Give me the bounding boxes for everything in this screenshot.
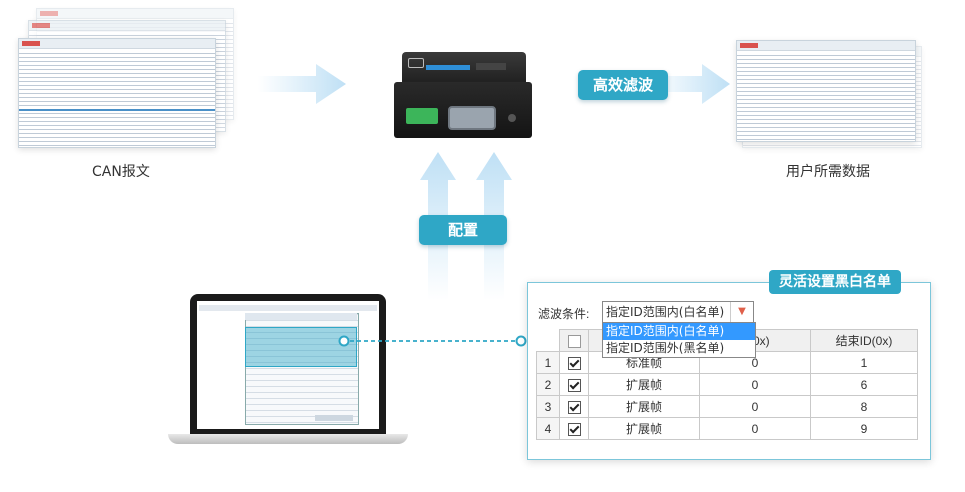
screenshot-result [736,40,916,142]
device-indicator-strip [476,63,506,70]
header-check-cell [559,329,589,352]
arrow-right-icon [258,64,346,104]
dropdown-arrow-icon[interactable]: ▼ [730,302,753,322]
frame-type-cell[interactable]: 扩展帧 [588,373,700,396]
dashed-connector [338,335,527,347]
filter-condition-dropdown[interactable]: 指定ID范围内(白名单) 指定ID范围外(黑名单) [602,322,756,358]
filter-panel: 滤波条件: 指定ID范围内(白名单) ▼ D(0x) 结束ID(0x) 1 标准… [527,282,931,460]
row-number: 2 [536,373,560,396]
start-id-cell[interactable]: 0 [699,417,811,440]
arrow-right-icon [650,64,730,104]
frame-type-cell[interactable]: 扩展帧 [588,395,700,418]
laptop-display [197,301,379,429]
app-toolbar [199,305,377,311]
terminal-block [406,108,438,124]
table-row: 4 扩展帧 0 9 [536,417,918,440]
filter-condition-select[interactable]: 指定ID范围内(白名单) ▼ [602,301,754,323]
start-id-cell[interactable]: 0 [699,373,811,396]
device-logo [408,58,424,68]
can-message-caption: CAN报文 [92,164,150,180]
dialog-title-bar [245,313,357,320]
can-message-screenshots [18,8,238,148]
table-row: 3 扩展帧 0 8 [536,395,918,418]
end-id-cell[interactable]: 8 [810,395,918,418]
select-all-checkbox[interactable] [567,334,581,348]
row-number: 3 [536,395,560,418]
row-number: 1 [536,351,560,374]
selected-option: 指定ID范围内(白名单) [606,305,725,319]
can-device [392,52,534,142]
filter-table: D(0x) 结束ID(0x) 1 标准帧 0 1 2 扩展帧 0 6 3 [536,329,918,440]
dialog-buttons [315,415,353,421]
end-id-cell[interactable]: 9 [810,417,918,440]
db9-connector [448,106,496,130]
row-check-cell [559,351,589,374]
configure-label: 配置 [419,215,507,245]
row-checkbox[interactable] [567,400,581,414]
start-id-cell[interactable]: 0 [699,395,811,418]
screenshot-front [18,38,216,148]
condition-label: 滤波条件: [538,307,590,321]
row-checkbox[interactable] [567,356,581,370]
efficient-filter-label: 高效滤波 [578,70,668,100]
row-check-cell [559,395,589,418]
power-led [508,114,516,122]
header-end-id: 结束ID(0x) [810,329,918,352]
device-label-strip [426,65,470,70]
row-check-cell [559,417,589,440]
row-checkbox[interactable] [567,422,581,436]
flexible-list-title: 灵活设置黑白名单 [769,270,901,294]
row-number: 4 [536,417,560,440]
user-data-screenshots [736,40,922,150]
frame-type-cell[interactable]: 扩展帧 [588,417,700,440]
config-dialog [245,313,359,425]
end-id-cell[interactable]: 6 [810,373,918,396]
highlight-region [245,327,357,367]
dropdown-option-blacklist[interactable]: 指定ID范围外(黑名单) [606,341,725,355]
user-data-caption: 用户所需数据 [786,164,870,180]
row-checkbox[interactable] [567,378,581,392]
end-id-cell[interactable]: 1 [810,351,918,374]
table-row: 2 扩展帧 0 6 [536,373,918,396]
dropdown-option-whitelist[interactable]: 指定ID范围内(白名单) [603,323,755,340]
corner-cell [536,329,560,352]
row-check-cell [559,373,589,396]
laptop [168,294,408,446]
laptop-base [168,434,408,444]
